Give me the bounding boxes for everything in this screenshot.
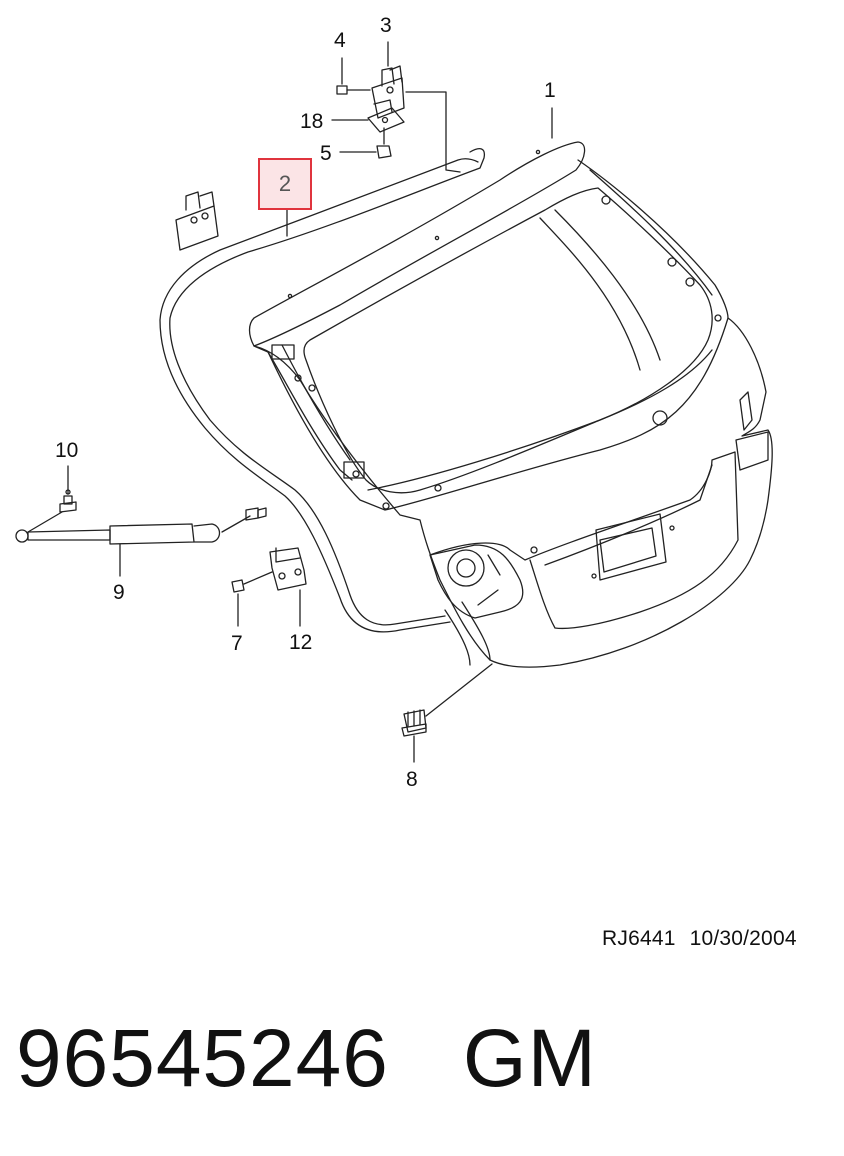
gas-strut-part bbox=[15, 511, 251, 577]
callout-9: 9 bbox=[113, 581, 125, 604]
reference-code: RJ6441 10/30/2004 bbox=[602, 927, 811, 951]
part-number: 96545246 bbox=[16, 1013, 389, 1104]
bump-stop-part bbox=[401, 663, 493, 763]
brand-name: GM bbox=[462, 1013, 597, 1104]
part-footer: 96545246 GM bbox=[16, 1012, 597, 1106]
callout-3: 3 bbox=[380, 14, 392, 37]
hinge-left-part bbox=[175, 191, 219, 251]
reference-id: RJ6441 bbox=[602, 927, 676, 950]
hinge-shim-part bbox=[331, 107, 405, 133]
callout-8: 8 bbox=[406, 768, 418, 791]
callout-7: 7 bbox=[231, 632, 243, 655]
striker-bracket-part bbox=[269, 547, 307, 627]
callout-10: 10 bbox=[55, 439, 79, 462]
ball-stud-right-part bbox=[245, 507, 267, 521]
weatherstrip-seal-part bbox=[159, 147, 486, 633]
callout-18: 18 bbox=[300, 110, 324, 133]
callout-5: 5 bbox=[320, 142, 332, 165]
striker-bolt-part bbox=[231, 571, 273, 627]
callout-1: 1 bbox=[544, 79, 556, 102]
hinge-nut-part bbox=[339, 127, 392, 159]
reference-date: 10/30/2004 bbox=[689, 927, 797, 950]
hinge-part bbox=[371, 41, 461, 173]
callout-2-highlighted[interactable]: 2 bbox=[258, 158, 312, 210]
callout-12: 12 bbox=[289, 631, 313, 654]
tailgate-body-part bbox=[248, 107, 773, 668]
callout-4: 4 bbox=[334, 29, 346, 52]
ball-stud-part bbox=[59, 465, 77, 513]
hinge-bolt-part bbox=[336, 57, 371, 95]
